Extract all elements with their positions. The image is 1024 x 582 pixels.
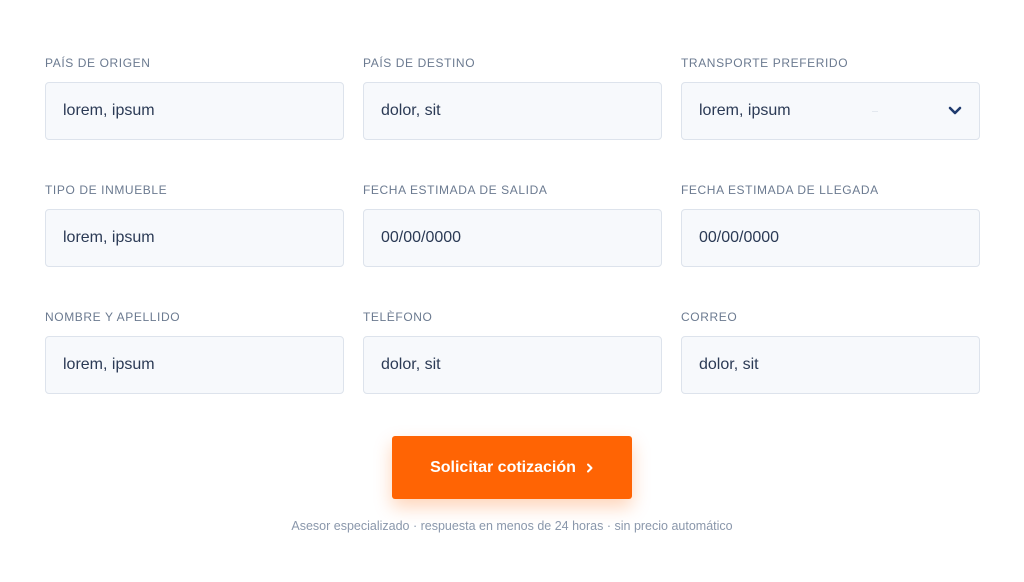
pais-destino-input[interactable]: dolor, sit — [363, 82, 662, 140]
field-pais-origen: PAÍS DE ORIGEN lorem, ipsum — [45, 56, 344, 140]
correo-input[interactable]: dolor, sit — [681, 336, 980, 394]
pais-destino-label: PAÍS DE DESTINO — [363, 56, 476, 70]
correo-value: dolor, sit — [699, 356, 759, 373]
field-fecha-llegada: FECHA ESTIMADA DE LLEGADA 00/00/0000 — [681, 183, 980, 267]
fecha-llegada-label: FECHA ESTIMADA DE LLEGADA — [681, 183, 879, 197]
telefono-value: dolor, sit — [381, 356, 441, 373]
tipo-inmueble-input[interactable]: lorem, ipsum — [45, 209, 344, 267]
solicitar-cotizacion-button[interactable]: Solicitar cotización — [392, 436, 632, 499]
chevron-down-icon[interactable] — [948, 106, 962, 116]
pais-destino-value: dolor, sit — [381, 102, 441, 119]
tipo-inmueble-label: TIPO DE INMUEBLE — [45, 183, 168, 197]
field-tipo-inmueble: TIPO DE INMUEBLE lorem, ipsum — [45, 183, 344, 267]
fecha-salida-input[interactable]: 00/00/0000 — [363, 209, 662, 267]
field-fecha-salida: FECHA ESTIMADA DE SALIDA 00/00/0000 — [363, 183, 662, 267]
separator — [872, 111, 878, 112]
nombre-apellido-input[interactable]: lorem, ipsum — [45, 336, 344, 394]
field-correo: CORREO dolor, sit — [681, 310, 980, 394]
fecha-salida-value: 00/00/0000 — [381, 229, 462, 246]
chevron-right-icon — [586, 463, 593, 472]
pais-origen-value: lorem, ipsum — [63, 102, 155, 119]
solicitar-cotizacion-label: Solicitar cotización — [430, 458, 576, 476]
field-telefono: TELÈFONO dolor, sit — [363, 310, 662, 394]
tipo-inmueble-value: lorem, ipsum — [63, 229, 155, 246]
transporte-preferido-select[interactable]: lorem, ipsum — [681, 82, 980, 140]
fecha-llegada-value: 00/00/0000 — [699, 229, 780, 246]
field-pais-destino: PAÍS DE DESTINO dolor, sit — [363, 56, 662, 140]
fecha-salida-label: FECHA ESTIMADA DE SALIDA — [363, 183, 548, 197]
telefono-label: TELÈFONO — [363, 310, 433, 324]
field-transporte-preferido: TRANSPORTE PREFERIDO lorem, ipsum — [681, 56, 980, 140]
field-nombre-apellido: NOMBRE Y APELLIDO lorem, ipsum — [45, 310, 344, 394]
pais-origen-label: PAÍS DE ORIGEN — [45, 56, 151, 70]
transporte-preferido-label: TRANSPORTE PREFERIDO — [681, 56, 849, 70]
nombre-apellido-value: lorem, ipsum — [63, 356, 155, 373]
transporte-preferido-value: lorem, ipsum — [699, 102, 791, 119]
quote-form: PAÍS DE ORIGEN lorem, ipsum PAÍS DE DEST… — [45, 56, 980, 394]
telefono-input[interactable]: dolor, sit — [363, 336, 662, 394]
fecha-llegada-input[interactable]: 00/00/0000 — [681, 209, 980, 267]
correo-label: CORREO — [681, 310, 738, 324]
nombre-apellido-label: NOMBRE Y APELLIDO — [45, 310, 181, 324]
pais-origen-input[interactable]: lorem, ipsum — [45, 82, 344, 140]
footer-note: Asesor especializado · respuesta en meno… — [291, 519, 733, 533]
